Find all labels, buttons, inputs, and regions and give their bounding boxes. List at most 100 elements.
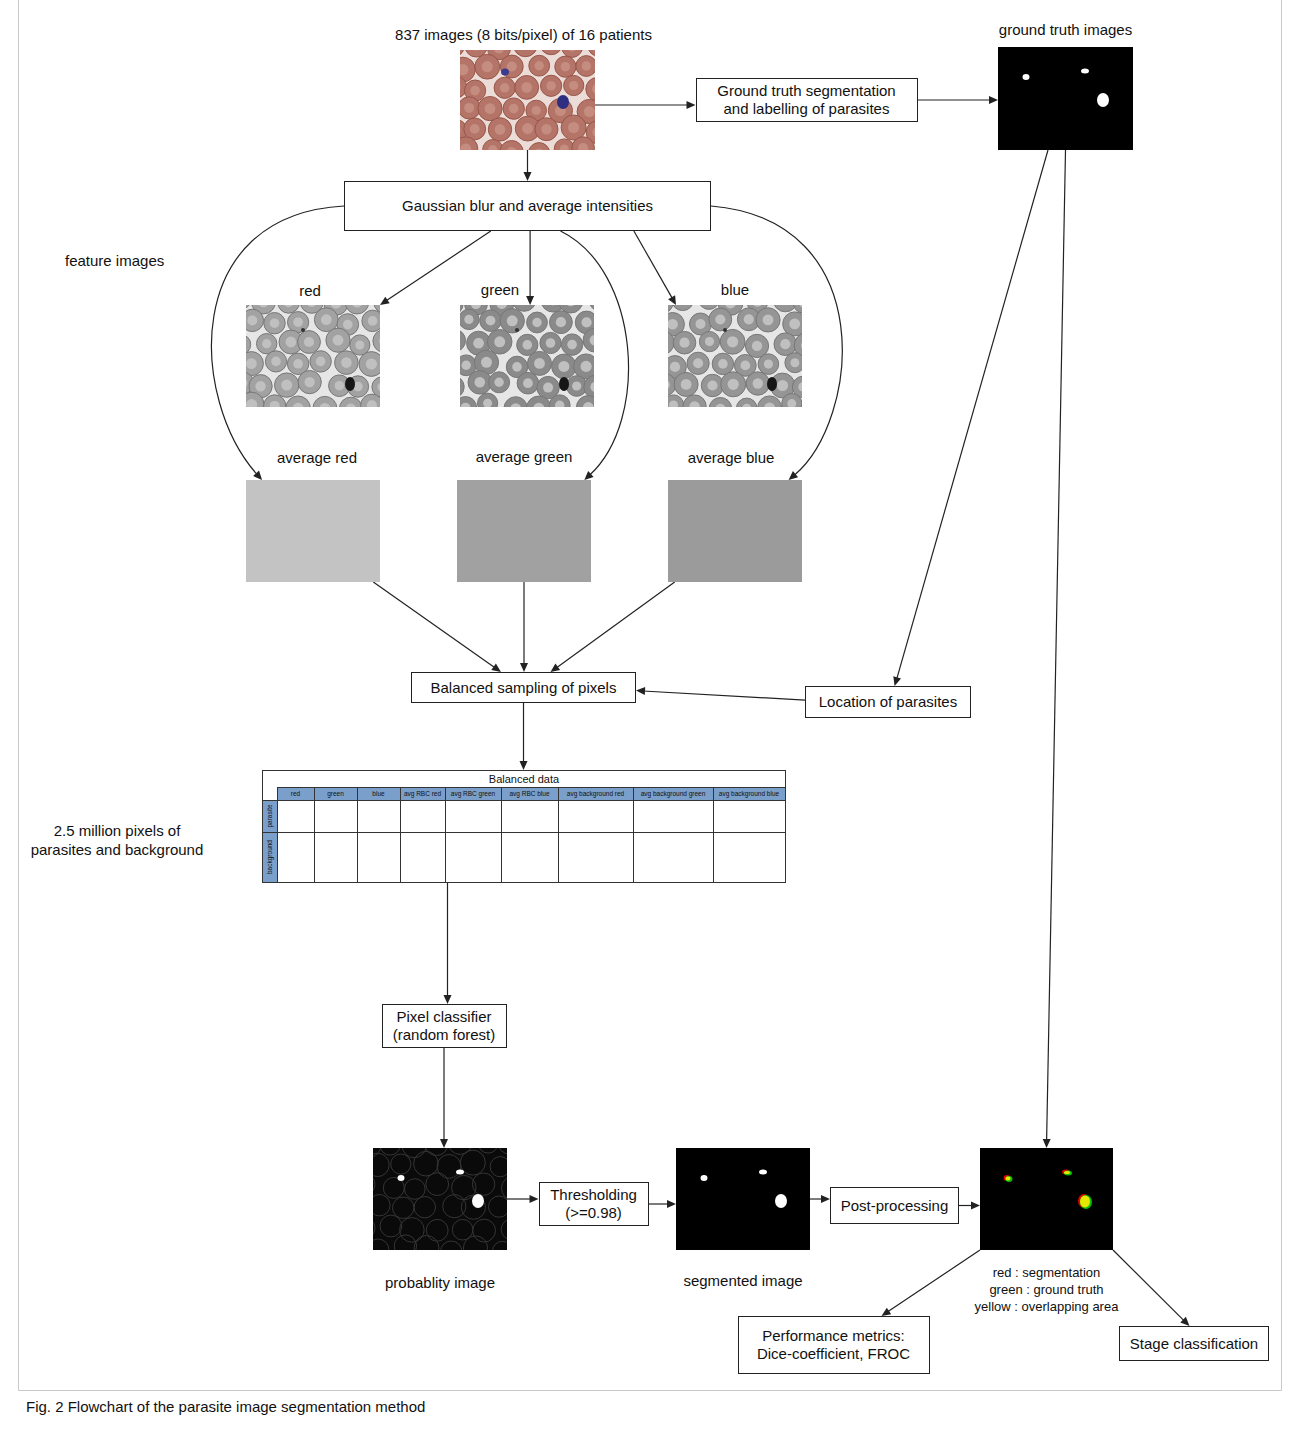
cell-centre xyxy=(581,361,592,372)
blood-cell xyxy=(529,143,550,150)
label-text: red : segmentation xyxy=(975,1264,1119,1281)
parasite xyxy=(557,95,569,109)
blood-cell xyxy=(574,354,594,379)
blood-cell xyxy=(468,371,492,395)
cell-centre xyxy=(541,124,551,134)
blood-cell xyxy=(583,328,594,352)
cell-centre xyxy=(495,124,506,135)
blood-cell xyxy=(326,328,350,352)
cell-centre xyxy=(763,315,774,326)
segmentation-mask xyxy=(1004,1175,1011,1181)
cell-centre xyxy=(583,402,594,407)
cell-centre xyxy=(333,335,344,346)
cell-centre xyxy=(777,380,788,391)
image-panel: average green xyxy=(457,480,591,582)
cell-centre xyxy=(320,403,331,407)
blood-cell xyxy=(576,56,595,77)
blood-cell xyxy=(452,1175,476,1199)
cell-centre xyxy=(470,86,480,96)
note-label: feature images xyxy=(65,251,164,270)
blood-cell xyxy=(391,1154,411,1174)
box-text: Pixel classifier (random forest) xyxy=(391,1008,498,1044)
arrowhead xyxy=(668,295,676,305)
cell-centre xyxy=(460,143,471,150)
cell-centre xyxy=(462,361,471,370)
arrowhead xyxy=(530,1195,539,1203)
connector xyxy=(447,883,448,997)
cell-centre xyxy=(705,337,714,346)
blood-cell xyxy=(561,334,582,355)
column-header: green xyxy=(314,787,357,800)
row-header: parasite xyxy=(266,804,274,827)
image-label: average blue xyxy=(688,449,775,467)
image-panel: red xyxy=(246,305,380,407)
cell-centre xyxy=(764,403,775,408)
blood-cell xyxy=(414,1151,439,1176)
parasite xyxy=(501,69,509,76)
blood-cell xyxy=(314,308,338,332)
connector xyxy=(643,691,805,700)
cell-centre xyxy=(753,305,762,307)
blood-cell xyxy=(400,1218,425,1243)
blood-cell xyxy=(673,331,696,354)
cell-centre xyxy=(346,404,356,408)
parasite-mask xyxy=(701,1175,708,1181)
blood-cell xyxy=(500,141,523,151)
overlap-mask xyxy=(1006,1177,1011,1181)
table-rule xyxy=(263,832,785,833)
cell-centre xyxy=(582,317,592,327)
cell-centre xyxy=(341,357,352,368)
cell-centre xyxy=(343,320,353,330)
cell-centre xyxy=(728,379,739,390)
connector xyxy=(507,1198,532,1199)
blood-cell xyxy=(460,1150,485,1175)
blood-cell xyxy=(527,312,548,333)
blood-cell xyxy=(721,372,746,397)
parasite xyxy=(559,377,569,391)
cell-centre xyxy=(379,336,380,346)
cell-centre xyxy=(293,403,304,407)
blood-cell xyxy=(488,118,511,141)
blood-cell xyxy=(437,1155,461,1179)
arrowhead xyxy=(524,172,532,181)
blood-cell xyxy=(515,76,539,100)
image-label: blue xyxy=(721,281,749,299)
blood-cell xyxy=(490,1157,507,1177)
blood-cell xyxy=(275,373,299,397)
blood-cell xyxy=(478,1148,498,1153)
blood-cell xyxy=(589,305,594,311)
cell-centre xyxy=(533,403,544,407)
cell-centre xyxy=(787,399,796,407)
process-box: Location of parasites xyxy=(805,686,971,718)
image-illustration xyxy=(460,50,595,150)
cell-centre xyxy=(521,82,532,93)
cell-centre xyxy=(790,358,799,367)
image-illustration xyxy=(668,305,802,407)
cell-centre xyxy=(669,401,678,408)
blood-cell xyxy=(460,97,480,119)
label-text: blue xyxy=(721,281,749,299)
cell-centre xyxy=(593,127,596,137)
average-fill xyxy=(246,480,380,582)
column-header: avg RBC red xyxy=(400,787,445,800)
cell-centre xyxy=(532,318,541,327)
arrowhead xyxy=(821,1195,830,1203)
cell-centre xyxy=(801,340,802,351)
cell-centre xyxy=(509,104,519,114)
blood-cell xyxy=(443,1195,466,1218)
cell-centre xyxy=(471,50,481,51)
cell-centre xyxy=(473,338,484,349)
connector xyxy=(523,703,524,763)
cell-centre xyxy=(582,61,591,70)
image-ground xyxy=(668,305,802,407)
blood-cell xyxy=(668,395,684,407)
cell-centre xyxy=(281,380,292,391)
table-rule xyxy=(713,787,714,882)
image-ground xyxy=(676,1148,810,1250)
ground-truth-mask xyxy=(1064,1171,1072,1176)
label-text: green : ground truth xyxy=(975,1281,1119,1298)
arrowhead xyxy=(253,471,262,480)
cell-centre xyxy=(486,316,496,326)
cell-centre xyxy=(565,305,576,306)
